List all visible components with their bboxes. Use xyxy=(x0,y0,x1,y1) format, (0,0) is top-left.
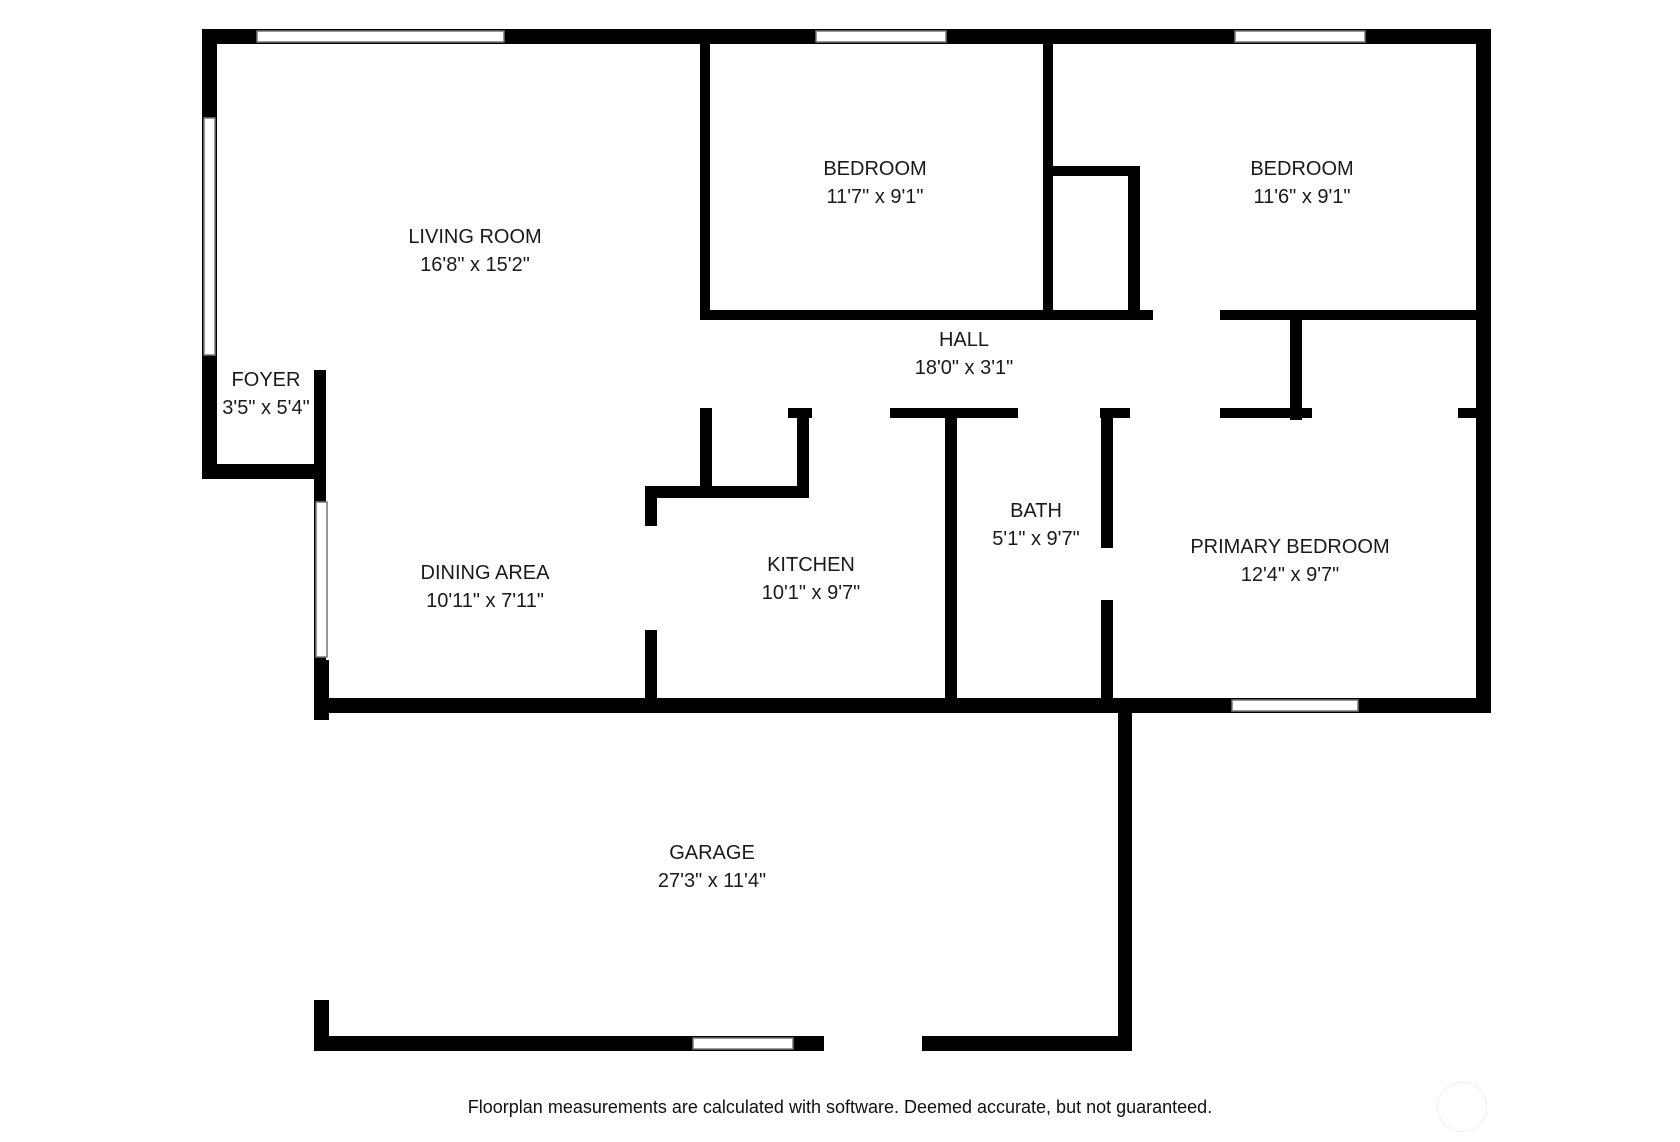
window xyxy=(815,30,947,43)
wall xyxy=(314,698,1491,713)
windows xyxy=(203,30,1366,1050)
wall xyxy=(1101,408,1113,548)
room-size-bedroom-1: 11'7" x 9'1" xyxy=(826,186,923,208)
room-name-foyer: FOYER xyxy=(232,369,301,391)
room-size-foyer: 3'5" x 5'4" xyxy=(222,397,309,419)
wall xyxy=(1458,408,1491,418)
watermark-logo-icon xyxy=(1437,1082,1487,1132)
wall xyxy=(922,1036,1132,1051)
wall xyxy=(700,310,1060,320)
wall xyxy=(945,408,957,708)
room-name-kitchen: KITCHEN xyxy=(767,554,855,576)
room-size-primary-bedroom: 12'4" x 9'7" xyxy=(1241,564,1340,586)
room-name-garage: GARAGE xyxy=(669,842,755,864)
room-name-bedroom-1: BEDROOM xyxy=(823,158,926,180)
window xyxy=(1231,699,1359,712)
window xyxy=(203,117,216,356)
wall xyxy=(1101,600,1113,708)
wall xyxy=(1118,698,1132,1050)
room-name-bath: BATH xyxy=(1010,500,1062,522)
window xyxy=(315,501,328,658)
wall xyxy=(700,408,712,488)
room-name-hall: HALL xyxy=(939,329,989,351)
room-size-bath: 5'1" x 9'7" xyxy=(992,528,1079,550)
room-name-primary-bedroom: PRIMARY BEDROOM xyxy=(1190,536,1389,558)
room-name-dining-area: DINING AREA xyxy=(421,562,551,584)
room-size-bedroom-2: 11'6" x 9'1" xyxy=(1253,186,1350,208)
wall xyxy=(1100,408,1130,418)
window xyxy=(1234,30,1366,43)
wall xyxy=(1043,29,1053,319)
room-size-living-room: 16'8" x 15'2" xyxy=(420,254,530,276)
wall xyxy=(700,29,710,319)
wall xyxy=(1128,166,1140,320)
wall xyxy=(645,486,809,498)
wall xyxy=(1476,29,1491,712)
wall xyxy=(1220,408,1312,418)
wall xyxy=(1220,310,1491,320)
wall xyxy=(645,486,657,526)
window xyxy=(692,1037,794,1050)
room-size-hall: 18'0" x 3'1" xyxy=(915,357,1014,379)
room-name-bedroom-2: BEDROOM xyxy=(1250,158,1353,180)
wall xyxy=(797,408,809,498)
wall xyxy=(645,630,657,710)
disclaimer-text: Floorplan measurements are calculated wi… xyxy=(467,1097,1213,1117)
room-size-garage: 27'3" x 11'4" xyxy=(658,870,766,892)
room-size-dining-area: 10'11" x 7'11" xyxy=(426,590,544,612)
wall xyxy=(202,464,322,479)
wall xyxy=(314,1000,329,1050)
wall xyxy=(1053,166,1133,176)
room-name-living-room: LIVING ROOM xyxy=(408,226,541,248)
room-labels: LIVING ROOM 16'8" x 15'2" BEDROOM 11'7" … xyxy=(222,158,1389,892)
wall xyxy=(1290,310,1302,420)
room-size-kitchen: 10'1" x 9'7" xyxy=(762,582,861,604)
wall xyxy=(1043,310,1153,320)
window xyxy=(256,30,505,43)
